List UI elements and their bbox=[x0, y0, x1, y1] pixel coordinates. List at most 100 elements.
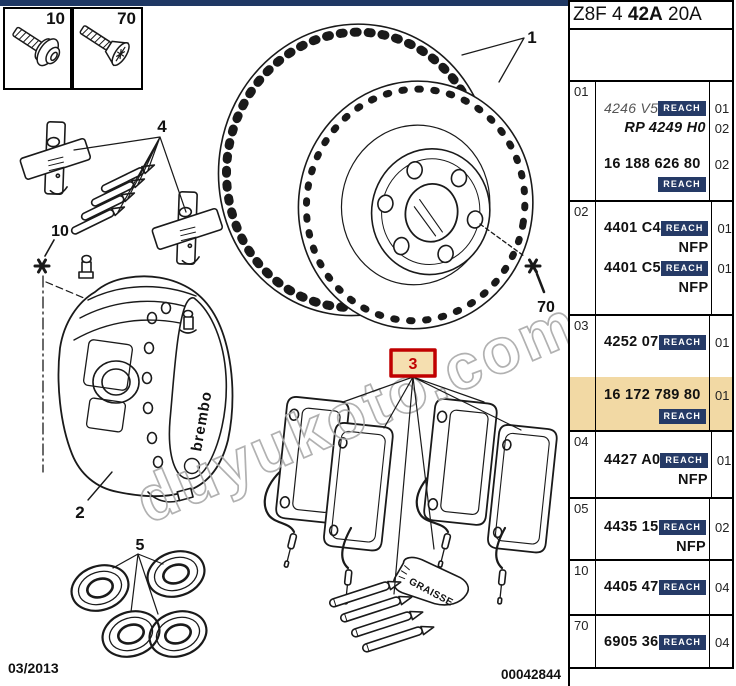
reach-badge[interactable]: REACH bbox=[660, 220, 709, 236]
reach-badge[interactable]: REACH bbox=[658, 176, 706, 192]
qty: 01 bbox=[715, 387, 730, 403]
nfp-flag: NFP bbox=[678, 240, 709, 256]
brembo-logo-disc bbox=[183, 457, 201, 475]
grease-sachet: GRAISSE bbox=[392, 556, 470, 609]
reach-badge[interactable]: REACH bbox=[658, 634, 707, 650]
row-index: 01 bbox=[570, 82, 596, 200]
callout-caliper[interactable]: 2 bbox=[75, 471, 113, 522]
callout-pads-box[interactable] bbox=[389, 348, 437, 378]
asterisk-marker-10 bbox=[33, 258, 51, 274]
edition-date: 03/2013 bbox=[8, 660, 59, 676]
row-index: 70 bbox=[570, 616, 596, 667]
callout-seals[interactable]: 5 bbox=[112, 537, 164, 615]
part-ref: RP 4249 H0 bbox=[624, 120, 706, 136]
sensor-connector bbox=[436, 532, 452, 569]
reach-badge[interactable]: REACH bbox=[660, 452, 708, 468]
brake-pad-set bbox=[263, 396, 558, 605]
callout-disc-screw[interactable]: 70 bbox=[479, 223, 555, 316]
screw-box-70: 70 bbox=[72, 7, 143, 90]
callout-screw-label: 70 bbox=[537, 299, 555, 316]
sensor-connector bbox=[282, 532, 298, 569]
reach-badge[interactable]: REACH bbox=[658, 100, 706, 116]
nfp-flag: NFP bbox=[676, 539, 707, 555]
part-ref: 6905 36 bbox=[604, 634, 659, 650]
pad-clip-left bbox=[15, 116, 96, 200]
part-ref: 4401 C5 bbox=[604, 260, 661, 276]
brake-disc bbox=[217, 23, 534, 330]
part-ref: 4246 V5 bbox=[604, 100, 659, 116]
callout-hardware-label: 4 bbox=[157, 117, 167, 136]
part-ref-selected: 16 172 789 80 bbox=[604, 387, 701, 403]
bolt-box-label: 10 bbox=[46, 9, 65, 28]
bolt-box-10: 10 bbox=[3, 7, 72, 90]
qty: 01 bbox=[717, 260, 732, 276]
pad-clip-right bbox=[147, 186, 228, 270]
asterisk-marker-70 bbox=[524, 258, 542, 274]
wear-sensor-wire bbox=[495, 526, 507, 570]
row-index: 05 bbox=[570, 499, 596, 559]
part-ref: 4401 C4 bbox=[604, 220, 661, 236]
seal-ring bbox=[95, 602, 167, 666]
fitting-clips-and-pins bbox=[15, 116, 228, 270]
reach-badge[interactable]: REACH bbox=[658, 408, 707, 424]
reach-badge[interactable]: REACH bbox=[660, 260, 709, 276]
qty: 01 bbox=[716, 452, 732, 468]
callout-bolt-label: 10 bbox=[51, 223, 69, 240]
reach-badge[interactable]: REACH bbox=[658, 519, 707, 535]
wear-sensor-wire bbox=[341, 526, 353, 570]
qty: 02 bbox=[715, 519, 730, 535]
countersunk-screw-icon bbox=[79, 25, 130, 67]
callout-disc-label: 1 bbox=[527, 28, 536, 47]
part-ref: 4252 07 bbox=[604, 334, 659, 350]
nfp-flag: NFP bbox=[678, 472, 708, 488]
qty: 01 bbox=[715, 334, 730, 350]
backing-plate-right bbox=[487, 424, 558, 554]
exploded-diagram: 1 70 4 10 bbox=[15, 23, 568, 666]
piston-seal-kit bbox=[64, 542, 214, 666]
reach-badge[interactable]: REACH bbox=[658, 579, 707, 595]
seal-ring bbox=[142, 602, 214, 666]
part-ref: 4405 47 bbox=[604, 579, 659, 595]
figure-code-main: 42A bbox=[627, 4, 663, 25]
screw-box-label: 70 bbox=[117, 9, 136, 28]
nfp-flag: NFP bbox=[678, 280, 709, 296]
part-ref: 4435 15 bbox=[604, 519, 659, 535]
callout-caliper-label: 2 bbox=[75, 503, 84, 522]
brake-pad-outer-right bbox=[423, 398, 498, 526]
qty: 01 bbox=[714, 100, 730, 116]
callout-pads-label: 3 bbox=[409, 356, 418, 373]
qty: 04 bbox=[715, 579, 730, 595]
document-number: 00042844 bbox=[501, 667, 562, 682]
panel-footer-space bbox=[568, 669, 734, 686]
row-index: 03 bbox=[570, 316, 596, 430]
part-ref: 16 188 626 80 bbox=[604, 156, 701, 172]
callout-pads[interactable]: 3 bbox=[342, 348, 522, 595]
callout-disc[interactable]: 1 bbox=[461, 28, 537, 83]
callout-seals-label: 5 bbox=[136, 537, 145, 554]
callout-bolt[interactable]: 10 bbox=[33, 223, 85, 473]
qty: 01 bbox=[717, 220, 732, 236]
qty: 02 bbox=[714, 120, 730, 136]
row-index: 04 bbox=[570, 432, 596, 497]
backing-plate-left bbox=[323, 422, 394, 552]
qty: 04 bbox=[715, 634, 730, 650]
part-ref: 4427 A0 bbox=[604, 452, 661, 468]
sensor-connector bbox=[495, 568, 507, 605]
callout-hardware[interactable]: 4 bbox=[73, 117, 187, 213]
row-index: 10 bbox=[570, 561, 596, 614]
reach-badge[interactable]: REACH bbox=[658, 334, 707, 350]
figure-code-suffix: 20A bbox=[662, 4, 702, 25]
figure-code: Z8F 4 42A 20A bbox=[568, 0, 734, 30]
figure-code-prefix: Z8F 4 bbox=[573, 4, 628, 25]
flanged-bolt-icon bbox=[12, 26, 61, 67]
